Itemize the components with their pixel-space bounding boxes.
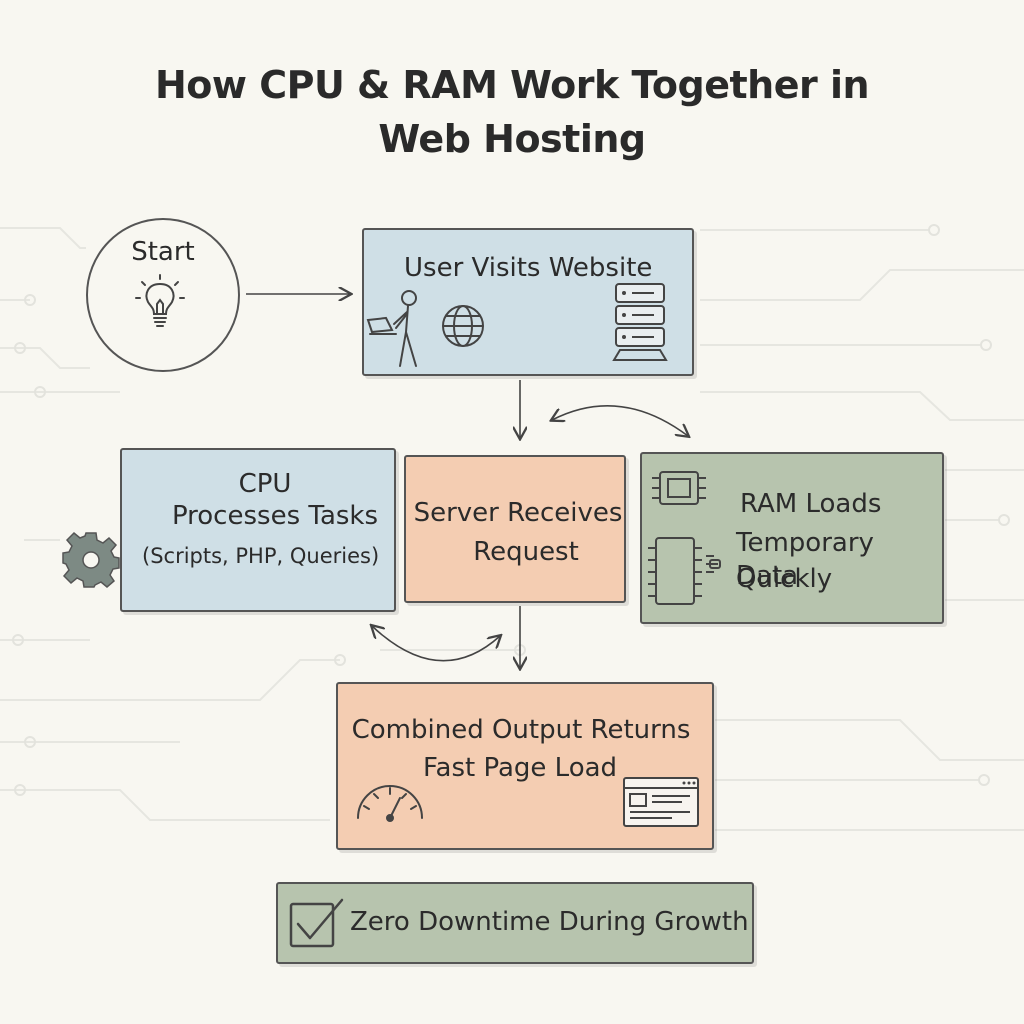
gear-icon bbox=[62, 531, 120, 588]
combined-label-line1: Combined Output Returns bbox=[351, 715, 691, 745]
server-receives-line2: Request bbox=[473, 537, 579, 567]
server-receives-box bbox=[404, 455, 626, 603]
arrow-cpu-server-curve bbox=[372, 626, 500, 662]
cpu-label-line2: Processes Tasks bbox=[171, 501, 379, 531]
browser-window-icon bbox=[623, 777, 699, 827]
person-laptop-icon bbox=[366, 290, 417, 367]
user-visits-label: User Visits Website bbox=[404, 253, 653, 283]
page-title: How CPU & RAM Work Together in Web Hosti… bbox=[154, 63, 870, 161]
cpu-box bbox=[120, 448, 396, 612]
zero-downtime-box bbox=[276, 882, 754, 964]
server-receives-line1: Server Receives bbox=[413, 498, 623, 528]
checkbox-icon bbox=[289, 898, 344, 948]
speedometer-icon bbox=[357, 785, 423, 822]
start-label: Start bbox=[131, 237, 195, 267]
lightbulb-icon bbox=[135, 274, 185, 327]
cpu-label-line1: CPU bbox=[238, 469, 292, 499]
start-node bbox=[86, 218, 240, 372]
cpu-label-line3: (Scripts, PHP, Queries) bbox=[142, 544, 380, 568]
combined-label-line2: Fast Page Load bbox=[422, 753, 618, 783]
ram-label-line2: Temporary Data bbox=[736, 528, 874, 591]
ram-label-line3: Quickly bbox=[736, 564, 833, 594]
ram-label-line1: RAM Loads bbox=[740, 489, 882, 519]
arrow-server-ram-curve bbox=[552, 404, 688, 436]
ram-chip-icon bbox=[648, 537, 721, 605]
chip-icon bbox=[652, 471, 706, 505]
zero-downtime-label: Zero Downtime During Growth bbox=[350, 907, 749, 937]
globe-icon bbox=[442, 305, 484, 347]
server-stack-icon bbox=[612, 283, 668, 361]
